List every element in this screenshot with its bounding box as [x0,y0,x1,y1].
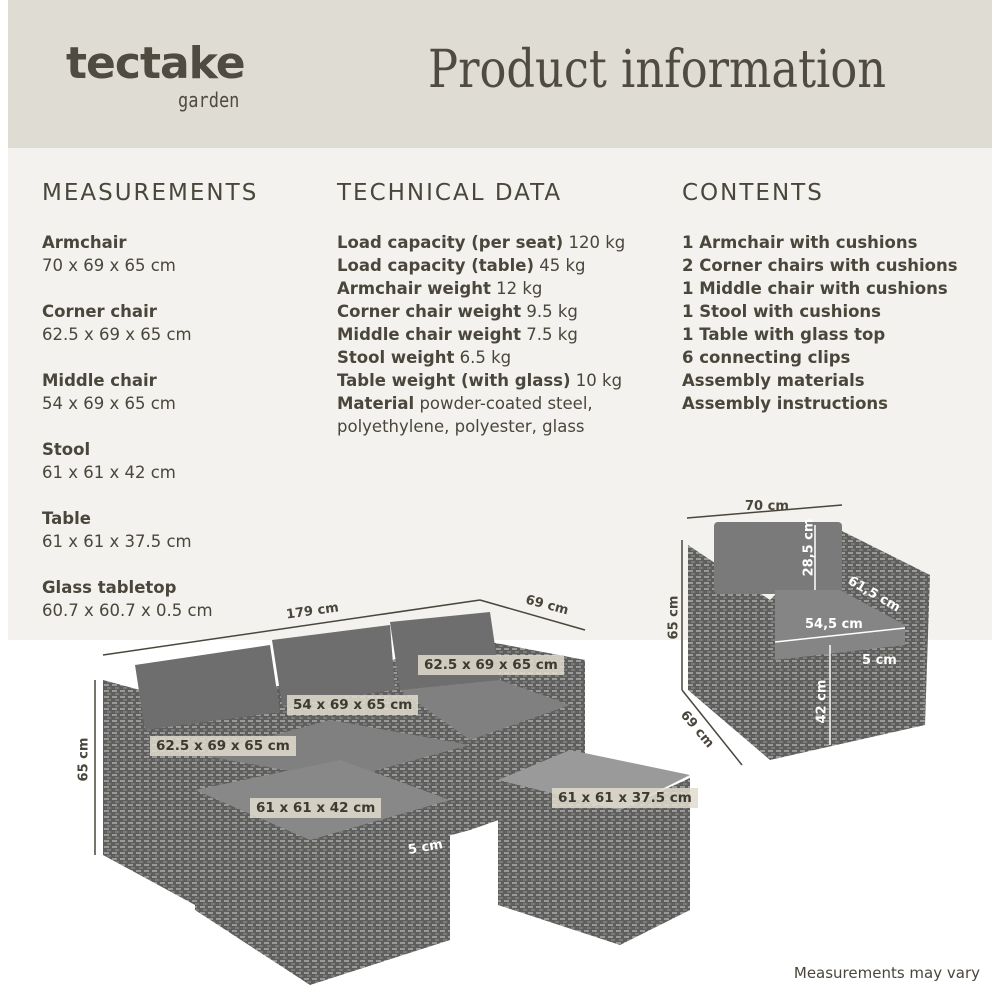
contents-section: CONTENTS 1 Armchair with cushions 2 Corne… [682,182,958,415]
measurement-value: 61 x 61 x 42 cm [42,463,176,482]
measurements-heading: MEASUREMENTS [42,180,259,206]
seat-cushion-dim: 5 cm [862,653,897,668]
measurement-item: Table 61 x 61 x 37.5 cm [42,507,258,553]
armchair-height-dim: 65 cm [666,595,682,640]
tech-label: Load capacity (per seat) [337,233,564,252]
header-banner [8,0,992,148]
measurement-name: Table [42,509,91,528]
brand-logo: tectake [66,38,246,89]
tech-label: Corner chair weight [337,302,522,321]
corner-chair-label: 62.5 x 69 x 65 cm [418,655,564,675]
measurement-value: 61 x 61 x 37.5 cm [42,532,192,551]
tech-value: 7.5 kg [521,325,578,344]
tech-item: Load capacity (table) 45 kg [337,254,625,277]
measurement-item: Armchair 70 x 69 x 65 cm [42,231,258,277]
contents-item: 1 Table with glass top [682,325,886,344]
tech-value: 12 kg [490,279,543,298]
tech-label: Stool weight [337,348,455,367]
tech-label: Table weight (with glass) [337,371,571,390]
tech-value: 120 kg [563,233,626,252]
technical-heading: TECHNICAL DATA [337,180,563,206]
contents-item: Assembly materials [682,371,865,390]
tech-item: Load capacity (per seat) 120 kg [337,231,625,254]
armchair-width-dim: 70 cm [745,499,789,514]
measurement-name: Stool [42,440,91,459]
material-continued: polyethylene, polyester, glass [337,417,585,436]
contents-item: 1 Armchair with cushions [682,233,918,252]
measurement-name: Middle chair [42,371,157,390]
tech-item: Corner chair weight 9.5 kg [337,300,625,323]
seat-height-dim: 42 cm [814,679,830,724]
tech-value: 6.5 kg [454,348,512,367]
middle-chair-label: 54 x 69 x 65 cm [287,695,419,715]
measurement-value: 62.5 x 69 x 65 cm [42,325,192,344]
tech-label: Armchair weight [337,279,491,298]
tech-label: Load capacity (table) [337,256,534,275]
measurement-name: Corner chair [42,302,157,321]
tech-item: Middle chair weight 7.5 kg [337,323,625,346]
contents-item: 6 connecting clips [682,348,851,367]
page-title: Product information [428,40,887,100]
measurement-value: 60.7 x 60.7 x 0.5 cm [42,601,213,620]
tech-label: Material [337,394,415,413]
contents-item: 1 Middle chair with cushions [682,279,948,298]
tech-item: Material powder-coated steel, [337,392,625,415]
tech-label: Middle chair weight [337,325,522,344]
measurement-item: Corner chair 62.5 x 69 x 65 cm [42,300,258,346]
tech-value: 9.5 kg [521,302,578,321]
technical-section: TECHNICAL DATA Load capacity (per seat) … [337,182,625,438]
measurement-value: 70 x 69 x 65 cm [42,256,176,275]
contents-item: 2 Corner chairs with cushions [682,256,958,275]
contents-heading: CONTENTS [682,180,824,206]
measurements-section: MEASUREMENTS Armchair 70 x 69 x 65 cm Corn… [42,182,258,645]
tech-value: powder-coated steel, [414,394,593,413]
contents-item: 1 Stool with cushions [682,302,881,321]
tech-value: 10 kg [570,371,623,390]
measurement-item: Middle chair 54 x 69 x 65 cm [42,369,258,415]
footer-note: Measurements may vary [793,964,980,982]
measurement-name: Glass tabletop [42,578,177,597]
armchair [681,504,930,766]
measurement-value: 54 x 69 x 65 cm [42,394,176,413]
back-cushion-dim: 28,5 cm [801,518,817,577]
tech-item: Armchair weight 12 kg [337,277,625,300]
corner-chair-left-label: 62.5 x 69 x 65 cm [150,736,296,756]
measurement-item: Stool 61 x 61 x 42 cm [42,438,258,484]
stool-label: 61 x 61 x 42 cm [250,798,382,818]
tech-value: 45 kg [534,256,586,275]
seat-width-dim: 54,5 cm [805,617,863,632]
measurement-item: Glass tabletop 60.7 x 60.7 x 0.5 cm [42,576,258,622]
brand-subtitle: garden [178,88,240,112]
sofa-height-dim: 65 cm [76,737,92,782]
tech-item: Stool weight 6.5 kg [337,346,625,369]
contents-item: Assembly instructions [682,394,888,413]
tech-item: Table weight (with glass) 10 kg [337,369,625,392]
table-label: 61 x 61 x 37.5 cm [552,788,698,808]
measurement-name: Armchair [42,233,127,252]
